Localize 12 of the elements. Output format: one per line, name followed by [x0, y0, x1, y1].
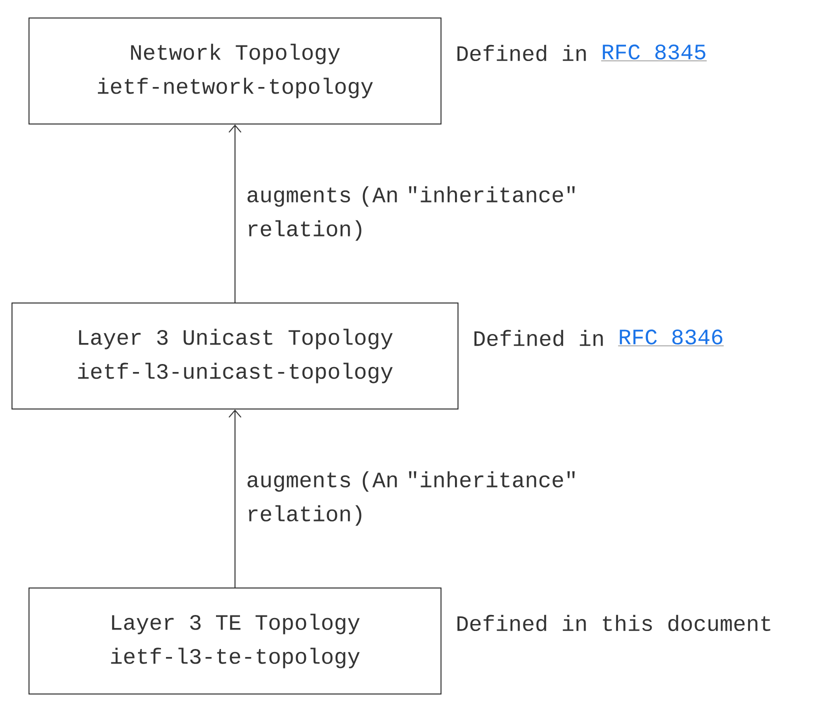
note-text: Defined in [474, 330, 603, 346]
arrow [228, 124, 242, 303]
note-text: Defined in [457, 44, 586, 62]
rfc-link: RFC 8346 [618, 330, 724, 346]
rfc-link: RFC 8345 [600, 44, 707, 62]
topology-box: Layer 3 TE Topology ietf-l3-te-topology [28, 588, 442, 694]
edge-label: augments (An "inheritance" relation) [248, 186, 575, 241]
topology-box: Layer 3 Unicast Topology ietf-l3-unicast-topology [12, 302, 458, 410]
note-text: Defined in this document [457, 614, 770, 632]
arrow [228, 410, 242, 588]
topology-box: Network Topology ietf-network-topology [28, 18, 442, 124]
edge-label: augments (An "inheritance" relation) [248, 471, 575, 526]
